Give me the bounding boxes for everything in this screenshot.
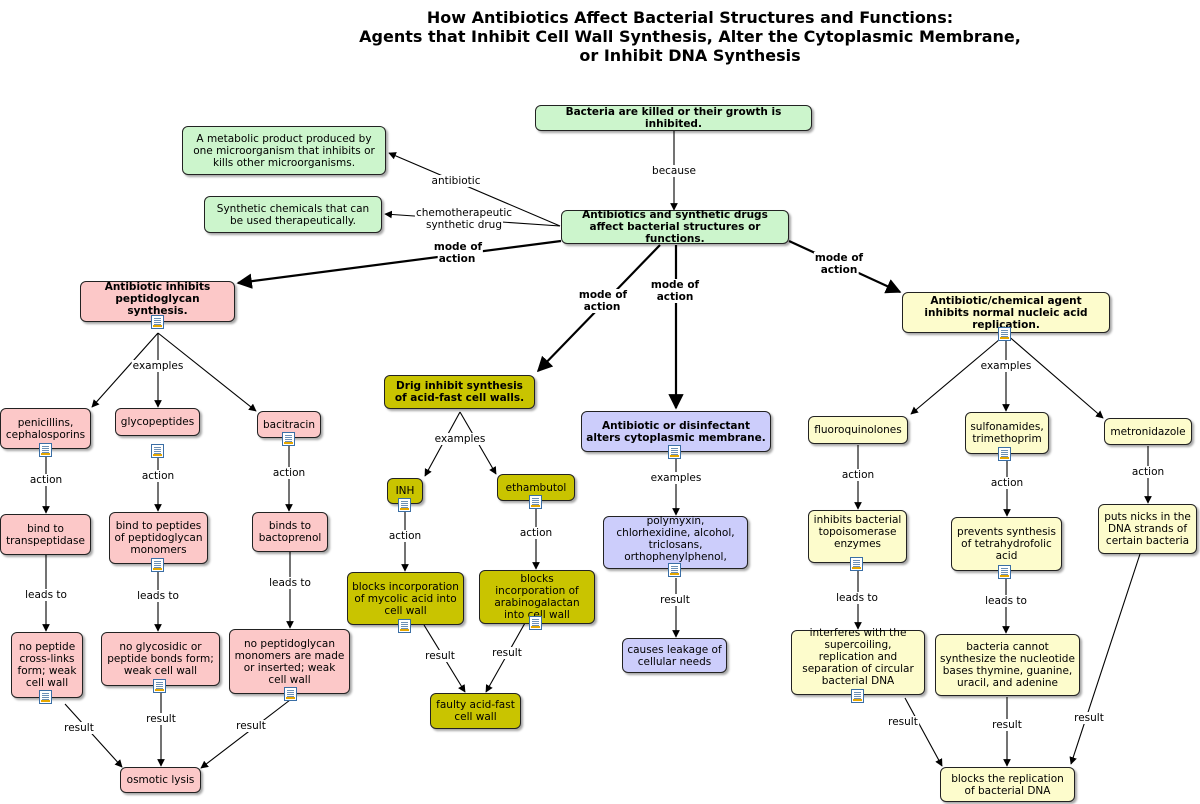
node-cannot-synthesize[interactable]: bacteria cannot synthesize the nucleotid… [935,634,1080,696]
node-faulty-acid-fast[interactable]: faulty acid-fast cell wall [430,693,521,729]
node-blocks-arabinogalactan[interactable]: blocks incorporation of arabinogalactan … [479,570,595,624]
link-label-result: result [659,594,691,606]
node-binds-bactoprenol[interactable]: binds to bactoprenol [252,512,328,552]
node-acid-fast-walls[interactable]: Drig inhibit synthesis of acid-fast cell… [384,375,535,409]
link-line [157,332,257,412]
node-bind-peptides[interactable]: bind to peptides of peptidoglycan monome… [109,512,208,564]
link-label-leads-to: leads to [268,577,312,589]
link-label-result: result [63,722,95,734]
node-bind-transpeptidase[interactable]: bind to transpeptidase [0,514,91,555]
link-label-leads-to: leads to [835,592,879,604]
node-fluoroquinolones[interactable]: fluoroquinolones [808,416,908,444]
link-label-mode-of-action: mode of [577,289,629,301]
node-bacteria-killed[interactable]: Bacteria are killed or their growth is i… [535,105,812,131]
link-label-examples: examples [131,360,185,372]
link-label-mode-of-action: mode of [432,241,484,253]
link-label-examples: examples [433,433,487,445]
resource-icon[interactable] [850,557,863,571]
link-label-leads-to: leads to [136,590,180,602]
resource-icon[interactable] [151,444,164,458]
resource-icon[interactable] [668,445,681,459]
link-label-action: action [1130,466,1166,478]
link-label-action: action [271,467,307,479]
link-label-action: action [840,469,876,481]
link-line [200,699,291,769]
link-line [91,332,159,408]
resource-icon[interactable] [998,327,1011,341]
link-label-action: action [989,477,1025,489]
node-causes-leakage[interactable]: causes leakage of cellular needs [622,638,727,673]
link-label-antibiotic: antibiotic [430,175,482,187]
node-antibiotic-definition[interactable]: A metabolic product produced by one micr… [182,126,386,175]
link-line [1069,553,1141,765]
link-line [910,333,1007,415]
link-label-action: action [140,470,176,482]
node-glycopeptides[interactable]: glycopeptides [115,408,200,436]
resource-icon[interactable] [668,563,681,577]
resource-icon[interactable] [398,498,411,512]
link-label-mode-of-action: action [437,253,477,265]
node-polymyxin[interactable]: polymyxin, chlorhexidine, alcohol, tricl… [603,515,748,569]
map-title-line-1: How Antibiotics Affect Bacterial Structu… [426,8,954,27]
link-label-mode-of-action: action [655,291,695,303]
resource-icon[interactable] [151,315,164,329]
resource-icon[interactable] [529,616,542,630]
link-label-synthetic-drug: synthetic drug [424,219,504,231]
link-label-leads-to: leads to [984,595,1028,607]
node-metronidazole[interactable]: metronidazole [1104,418,1192,445]
resource-icon[interactable] [998,447,1011,461]
link-label-result: result [1073,712,1105,724]
link-label-result: result [887,716,919,728]
node-blocks-mycolic[interactable]: blocks incorporation of mycolic acid int… [347,572,464,625]
link-line [236,239,562,289]
node-no-peptidoglycan-monomers[interactable]: no peptidoglycan monomers are made or in… [229,629,350,694]
node-puts-nicks[interactable]: puts nicks in the DNA strands of certain… [1098,504,1197,554]
link-label-action: action [28,474,64,486]
map-title-line-3: or Inhibit DNA Synthesis [579,46,801,65]
node-antibiotics-affect[interactable]: Antibiotics and synthetic drugs affect b… [561,209,789,245]
link-label-result: result [491,647,523,659]
node-nucleic-acid-replication[interactable]: Antibiotic/chemical agent inhibits norma… [902,292,1110,333]
link-label-examples: examples [979,360,1033,372]
link-label-result: result [235,720,267,732]
resource-icon[interactable] [398,619,411,633]
node-synthetic-definition[interactable]: Synthetic chemicals that can be used the… [204,196,382,233]
link-label-result: result [424,650,456,662]
node-osmotic-lysis[interactable]: osmotic lysis [120,767,201,793]
link-label-action: action [387,530,423,542]
link-label-result: result [991,719,1023,731]
node-blocks-replication[interactable]: blocks the replication of bacterial DNA [940,767,1075,802]
link-line [904,697,943,767]
link-label-mode-of-action: mode of [813,252,865,264]
resource-icon[interactable] [151,558,164,572]
node-no-peptide-crosslinks[interactable]: no peptide cross-links form; weak cell w… [11,632,83,698]
link-label-examples: examples [649,472,703,484]
node-inhibits-topoisomerase[interactable]: inhibits bacterial topoisomerase enzymes [808,510,907,563]
link-label-chemotherapeutic: chemotherapeutic [414,207,514,219]
link-line [64,703,123,768]
link-label-leads-to: leads to [24,589,68,601]
link-line [1005,333,1104,419]
link-label-result: result [145,713,177,725]
link-label-action: action [518,527,554,539]
resource-icon[interactable] [153,679,166,693]
link-label-mode-of-action: mode of [649,279,701,291]
node-interferes-supercoiling[interactable]: interferes with the supercoiling, replic… [791,627,925,695]
link-line [388,152,561,227]
resource-icon[interactable] [39,443,52,457]
node-prevents-tetrahydrofolic[interactable]: prevents synthesis of tetrahydrofolic ac… [951,517,1062,571]
resource-icon[interactable] [284,687,297,701]
node-no-glycosidic[interactable]: no glycosidic or peptide bonds form; wea… [101,632,220,686]
link-label-mode-of-action: action [819,264,859,276]
resource-icon[interactable] [39,690,52,704]
link-label-because: because [651,165,697,177]
link-label-mode-of-action: action [582,301,622,313]
resource-icon[interactable] [282,432,295,446]
resource-icon[interactable] [529,495,542,509]
resource-icon[interactable] [851,689,864,703]
resource-icon[interactable] [998,565,1011,579]
map-title-line-2: Agents that Inhibit Cell Wall Synthesis,… [359,27,1021,46]
